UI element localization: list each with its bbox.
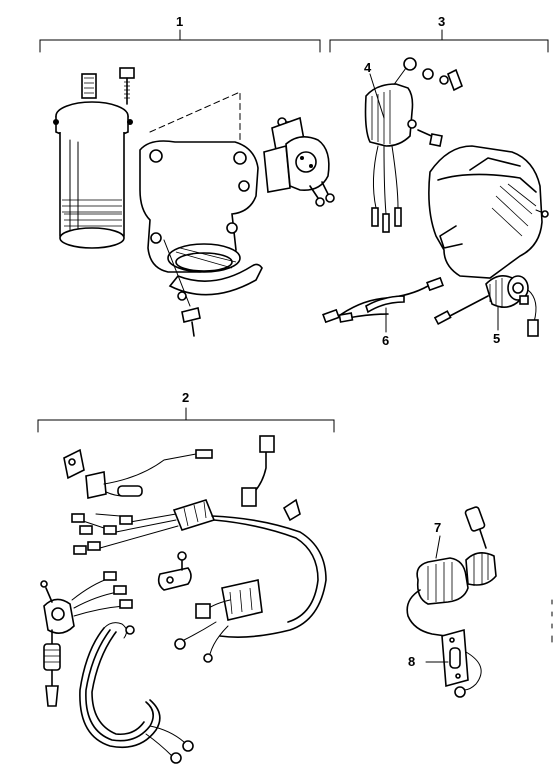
switch-illustration: 5 <box>433 275 539 346</box>
starter-relay-illustration <box>263 116 335 207</box>
group-1-label: 1 <box>176 14 183 29</box>
group-2-label: 2 <box>182 390 189 405</box>
group-3-bracket: 3 <box>329 14 549 53</box>
fuse-holder-illustration: 7 <box>406 506 497 637</box>
callout-4: 4 <box>364 60 372 75</box>
callout-7: 7 <box>434 520 441 535</box>
group-2-bracket: 2 <box>37 390 335 433</box>
callout-6: 6 <box>382 333 389 348</box>
group-1-bracket: 1 <box>39 14 321 53</box>
rectifier-illustration: 4 <box>364 57 464 233</box>
group-3-label: 3 <box>438 14 445 29</box>
lead-wire-illustration: 6 <box>322 276 444 348</box>
starter-bracket-illustration <box>139 91 263 337</box>
wiring-harness-illustration <box>40 435 327 764</box>
mount-bracket-illustration: 8 <box>408 628 482 698</box>
electrical-cover-illustration <box>428 145 549 279</box>
callout-5: 5 <box>493 331 500 346</box>
callout-8: 8 <box>408 654 415 669</box>
starter-motor-illustration <box>53 67 135 249</box>
